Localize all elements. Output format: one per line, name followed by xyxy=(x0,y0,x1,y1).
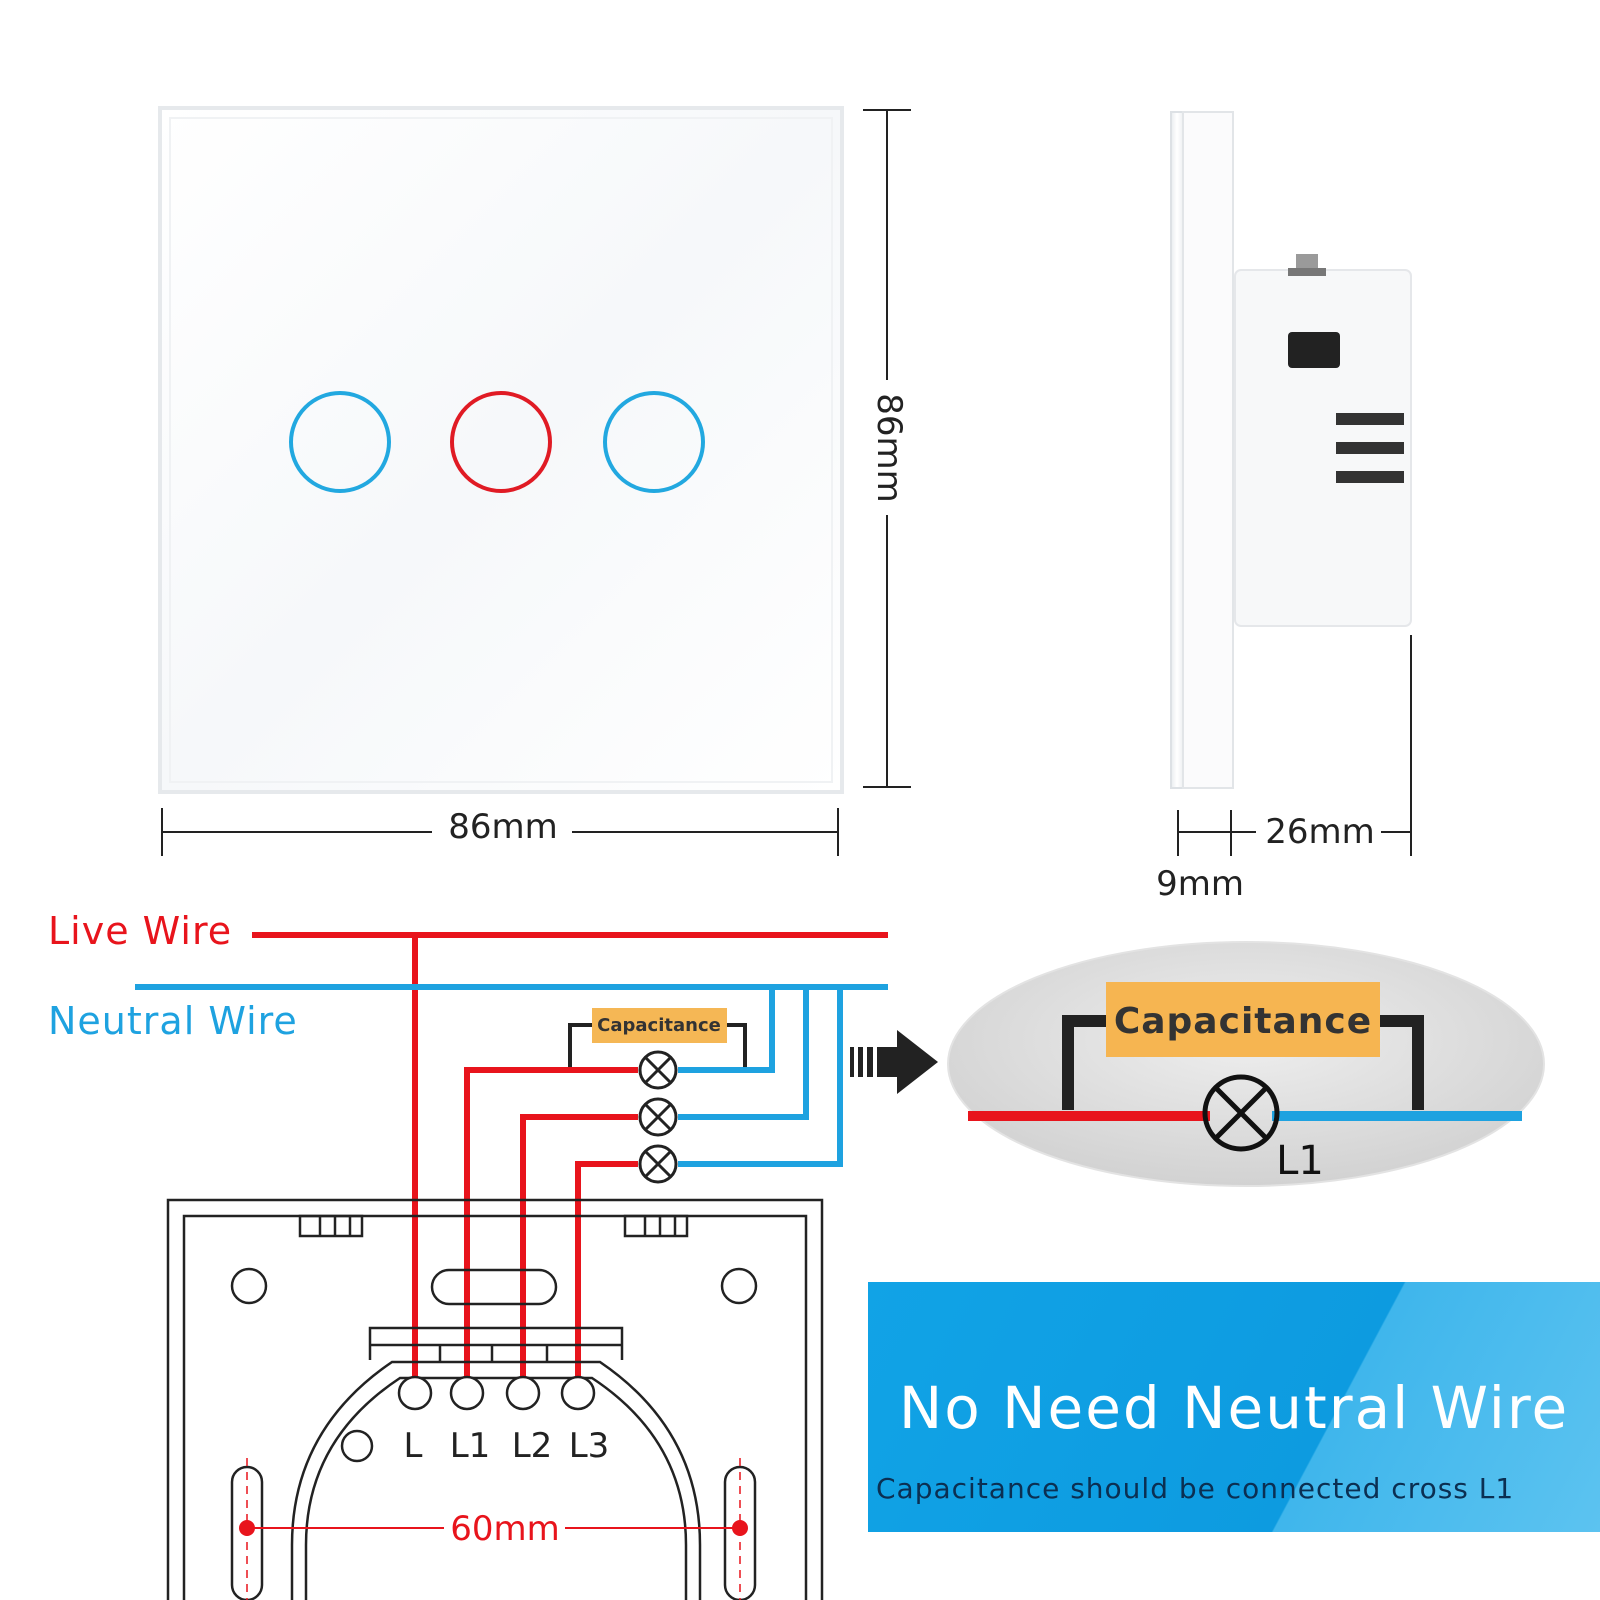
terminal-L xyxy=(397,1375,433,1411)
switch-side-view xyxy=(1170,111,1412,789)
lamp-l1 xyxy=(638,1050,678,1090)
lamp-l3 xyxy=(638,1144,678,1184)
terminal-L2 xyxy=(505,1375,541,1411)
terminal-L3 xyxy=(560,1375,596,1411)
no-neutral-banner: No Need Neutral Wire Capacitance should … xyxy=(868,1282,1600,1532)
terminal-screws xyxy=(397,1375,596,1411)
vent-slot xyxy=(1336,442,1404,454)
terminal-label-l1: L1 xyxy=(450,1426,491,1466)
width-label: 86mm xyxy=(448,807,558,847)
terminal-L1 xyxy=(449,1375,485,1411)
touch-ring-left xyxy=(289,391,391,493)
depth-label: 26mm xyxy=(1265,812,1375,852)
terminal-label-l2: L2 xyxy=(512,1426,553,1466)
lamp-l2 xyxy=(638,1097,678,1137)
neutral-wires xyxy=(135,984,888,1167)
capacitance-badge xyxy=(592,1008,727,1043)
depth-dimension xyxy=(1177,635,1412,856)
capacitance-zoom-label: Capacitance xyxy=(1114,1001,1372,1042)
mount-spacing-label: 60mm xyxy=(450,1509,560,1549)
zoom-arrow-icon xyxy=(850,1030,938,1094)
lamp-zoom-icon xyxy=(1202,1074,1280,1152)
live-wire-label: Live Wire xyxy=(48,909,232,953)
neutral-wire-label: Neutral Wire xyxy=(48,999,298,1043)
terminal-slot xyxy=(1288,332,1340,368)
width-dimension xyxy=(161,808,839,856)
mount-spacing-dimension xyxy=(239,1458,748,1600)
vent-slot xyxy=(1336,471,1404,483)
vent-slot xyxy=(1336,413,1404,425)
switch-front-view xyxy=(158,106,844,794)
touch-ring-middle xyxy=(450,391,552,493)
glass-panel xyxy=(158,106,844,794)
capacitance-label: Capacitance xyxy=(597,1015,721,1036)
height-label: 86mm xyxy=(869,393,909,503)
height-dimension xyxy=(863,109,911,788)
glass-thickness-label: 9mm xyxy=(1156,864,1244,904)
touch-ring-right xyxy=(603,391,705,493)
banner-subtitle: Capacitance should be connected cross L1 xyxy=(876,1472,1515,1505)
lamp-zoom-label: L1 xyxy=(1276,1138,1324,1184)
capacitance-zoom-detail xyxy=(947,941,1545,1187)
terminal-label-l: L xyxy=(404,1426,423,1466)
live-wires xyxy=(252,932,888,1380)
switch-back-plate xyxy=(166,1198,824,1600)
capacitance-badge-zoom xyxy=(1106,982,1380,1057)
banner-title: No Need Neutral Wire xyxy=(898,1374,1570,1442)
terminal-label-l3: L3 xyxy=(569,1426,610,1466)
